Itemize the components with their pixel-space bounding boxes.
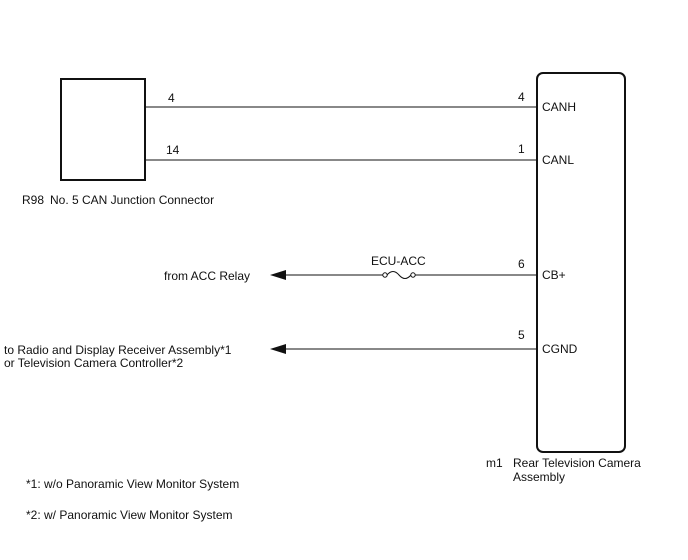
power-arrow-icon [270,270,286,280]
ground-destination-line1: to Radio and Display Receiver Assembly*1 [4,343,232,357]
can-junction-connector-box [60,78,146,181]
ecu-name-line1: Rear Television Camera [513,456,641,470]
ecu-name-line2: Assembly [513,470,565,484]
ecu-pin-canh-number: 4 [518,90,525,104]
ecu-pin-canl-number: 1 [518,142,525,156]
ecu-pin-cgnd-signal: CGND [542,342,578,356]
connector-pin-canh: 4 [168,91,175,105]
ground-destination-line2: or Television Camera Controller*2 [4,356,184,370]
ground-arrow-icon [270,344,286,354]
fuse-icon [386,271,412,279]
ecu-pin-cbplus-number: 6 [518,257,525,271]
ecu-pin-canl-signal: CANL [542,153,574,167]
ecu-pin-canh-signal: CANH [542,100,576,114]
fuse-terminal-left-icon [382,272,388,278]
ecu-code: m1 [486,456,503,470]
connector-name: No. 5 CAN Junction Connector [50,193,214,207]
ecu-pin-cgnd-number: 5 [518,328,525,342]
connector-pin-canl: 14 [166,143,180,157]
ecu-pin-cbplus-signal: CB+ [542,268,566,282]
camera-assembly-box [536,72,626,453]
connector-code: R98 [22,193,44,207]
footnote-1: *1: w/o Panoramic View Monitor System [26,477,239,491]
fuse-terminal-right-icon [410,272,416,278]
footnote-2: *2: w/ Panoramic View Monitor System [26,508,233,522]
power-source-label: from ACC Relay [164,269,250,283]
fuse-label: ECU-ACC [371,254,426,268]
